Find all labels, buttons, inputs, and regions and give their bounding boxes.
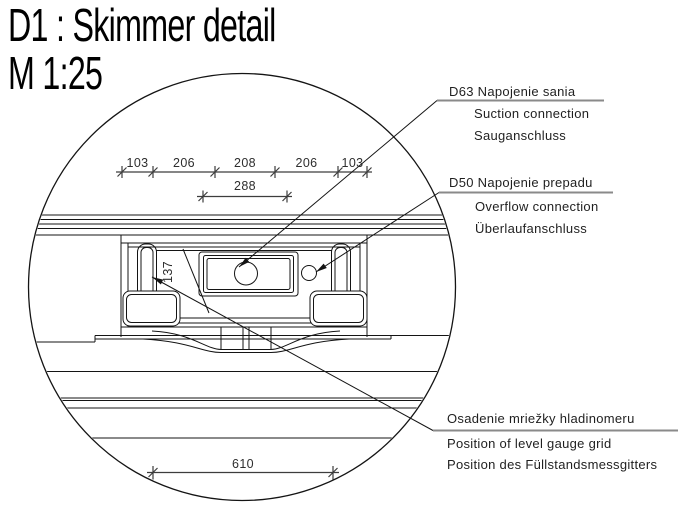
callout-level-gauge-english: Position of level gauge grid (447, 436, 612, 451)
level-gauge-arrowhead (152, 277, 164, 285)
coping-lines (29, 214, 455, 236)
skimmer-opening-outer (198, 251, 299, 297)
pool-section-linework (29, 214, 455, 439)
dim-label-depth: 137 (160, 260, 175, 284)
leader-arrowheads (152, 257, 327, 285)
dimension-ticks-top-chain (117, 166, 372, 178)
dim-label-opening-width: 288 (233, 179, 257, 193)
callout-suction-english: Suction connection (474, 106, 590, 121)
drawing-title: D1 : Skimmer detail (8, 0, 276, 51)
callout-level-gauge-primary: Osadenie mriežky hladinomeru (447, 411, 635, 426)
dim-label-chain-3: 208 (233, 156, 257, 170)
drawing-title-block: D1 : Skimmer detail M 1:25 (8, 0, 276, 99)
callout-underlines (433, 99, 678, 432)
leader-level-gauge (151, 276, 434, 431)
skimmer-opening-mid (203, 255, 294, 293)
dim-label-body-width: 610 (231, 457, 255, 471)
dimension-ticks-288 (198, 190, 292, 203)
skimmer-niche (120, 235, 368, 337)
dim-label-chain-1: 103 (126, 156, 149, 170)
callout-suction-primary: D63 Napojenie sania (449, 84, 576, 99)
overflow-port-circle (301, 265, 317, 281)
detail-boundary-circle (27, 72, 457, 502)
overflow-arrowhead (316, 263, 327, 272)
callout-overflow-german: Überlaufanschluss (475, 221, 588, 236)
dimension-lines (116, 166, 372, 480)
dim-label-chain-2: 206 (172, 156, 196, 170)
drawing-scale: M 1:25 (8, 46, 103, 99)
left-fastening-box (122, 290, 181, 327)
lower-section-lines (29, 371, 455, 439)
callout-level-gauge-german: Position des Füllstandsmessgitters (447, 457, 658, 472)
right-fastening-box (309, 290, 368, 327)
dimension-ticks-610 (148, 466, 338, 480)
leader-overflow (315, 192, 440, 273)
dim-label-chain-4: 206 (295, 156, 318, 170)
callout-overflow-english: Overflow connection (475, 199, 599, 214)
leader-suction (238, 100, 438, 268)
suction-arrowhead (239, 257, 250, 267)
right-fastening-box-inner (313, 294, 364, 323)
left-fastening-box-inner (126, 294, 177, 323)
suction-port-circle (234, 261, 258, 286)
liner-curves (142, 330, 350, 353)
dim-label-chain-5: 103 (341, 156, 364, 170)
callout-overflow-primary: D50 Napojenie prepadu (449, 175, 593, 190)
callout-suction-german: Sauganschluss (474, 128, 567, 143)
throat-lines (220, 327, 272, 353)
leader-lines (151, 100, 440, 431)
depth-reference-line (182, 248, 210, 314)
